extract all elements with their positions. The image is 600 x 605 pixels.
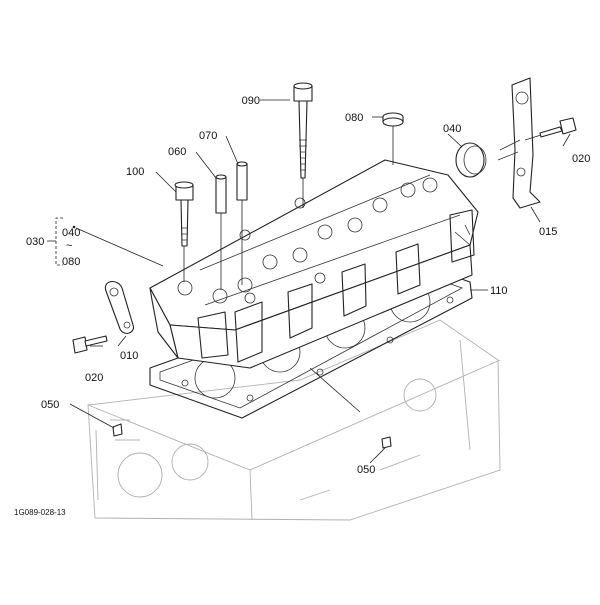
callout-070: 070 [199, 130, 217, 142]
plug-080 [382, 112, 404, 165]
leader-lines [69, 99, 571, 464]
callout-040-top: 040 [443, 123, 461, 135]
cap-040 [455, 142, 487, 178]
callout-060: 060 [168, 146, 186, 158]
callout-030: 030 [26, 236, 44, 248]
callout-080-top: 080 [345, 112, 363, 124]
callout-080-range: 080 [62, 256, 80, 268]
callout-020-right: 020 [572, 153, 590, 165]
callout-020-left: 020 [85, 372, 103, 384]
bolt-020-right [524, 117, 577, 141]
cylinder-head [149, 159, 479, 369]
callout-050-right: 050 [357, 464, 375, 476]
bolt-020-left [72, 335, 108, 354]
engine-block [87, 319, 501, 521]
callout-030-bracket [47, 217, 76, 266]
callout-100: 100 [126, 166, 144, 178]
engine-hanger-015 [497, 77, 541, 209]
plug-050-left [112, 423, 123, 437]
head-bolt-long-090 [293, 82, 313, 208]
figure-id: 1G089-028-13 [14, 508, 66, 517]
plug-050-right [381, 436, 392, 449]
callout-050-left: 050 [41, 399, 59, 411]
callout-010: 010 [120, 350, 138, 362]
lifting-eye-010 [104, 281, 135, 334]
callout-040-range: 040 [62, 227, 80, 239]
callout-110: 110 [490, 285, 508, 297]
dowel-pins-060-070 [215, 161, 248, 290]
callout-range-tilde: ~ [66, 240, 72, 252]
head-bolt-100 [174, 181, 194, 282]
callout-090: 090 [242, 95, 260, 107]
callout-labels: 090 080 040 070 060 100 020 015 110 030 … [14, 95, 590, 517]
callout-015: 015 [539, 226, 557, 238]
